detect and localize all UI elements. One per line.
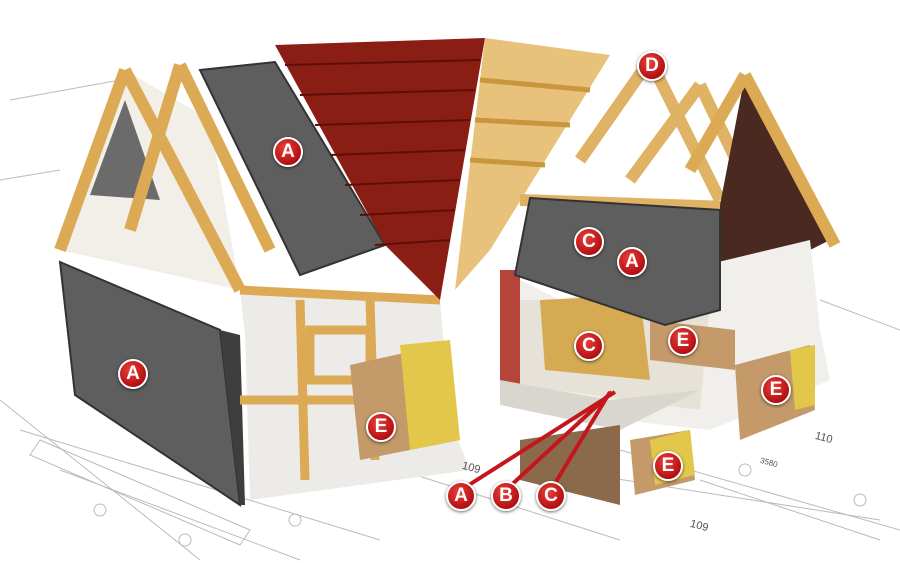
marker-b: B <box>491 481 521 511</box>
tile-roof <box>275 38 485 300</box>
marker-c: C <box>536 481 566 511</box>
roof-trusses <box>519 56 821 216</box>
marker-e: E <box>366 412 396 442</box>
marker-a: A <box>118 359 148 389</box>
marker-e: E <box>761 375 791 405</box>
marker-a: A <box>273 137 303 167</box>
right-gable-cladding <box>720 75 830 295</box>
left-wall-panel <box>58 260 242 508</box>
marker-c: C <box>574 227 604 257</box>
marker-a: A <box>446 481 476 511</box>
front-wall <box>239 285 470 500</box>
leader-lines <box>459 390 617 492</box>
roof-tile-rows <box>284 59 481 246</box>
marker-e: E <box>668 326 698 356</box>
marker-e: E <box>653 451 683 481</box>
left-gable <box>54 62 276 293</box>
marker-c: C <box>574 331 604 361</box>
marker-a: A <box>617 247 647 277</box>
marker-d: D <box>637 51 667 81</box>
